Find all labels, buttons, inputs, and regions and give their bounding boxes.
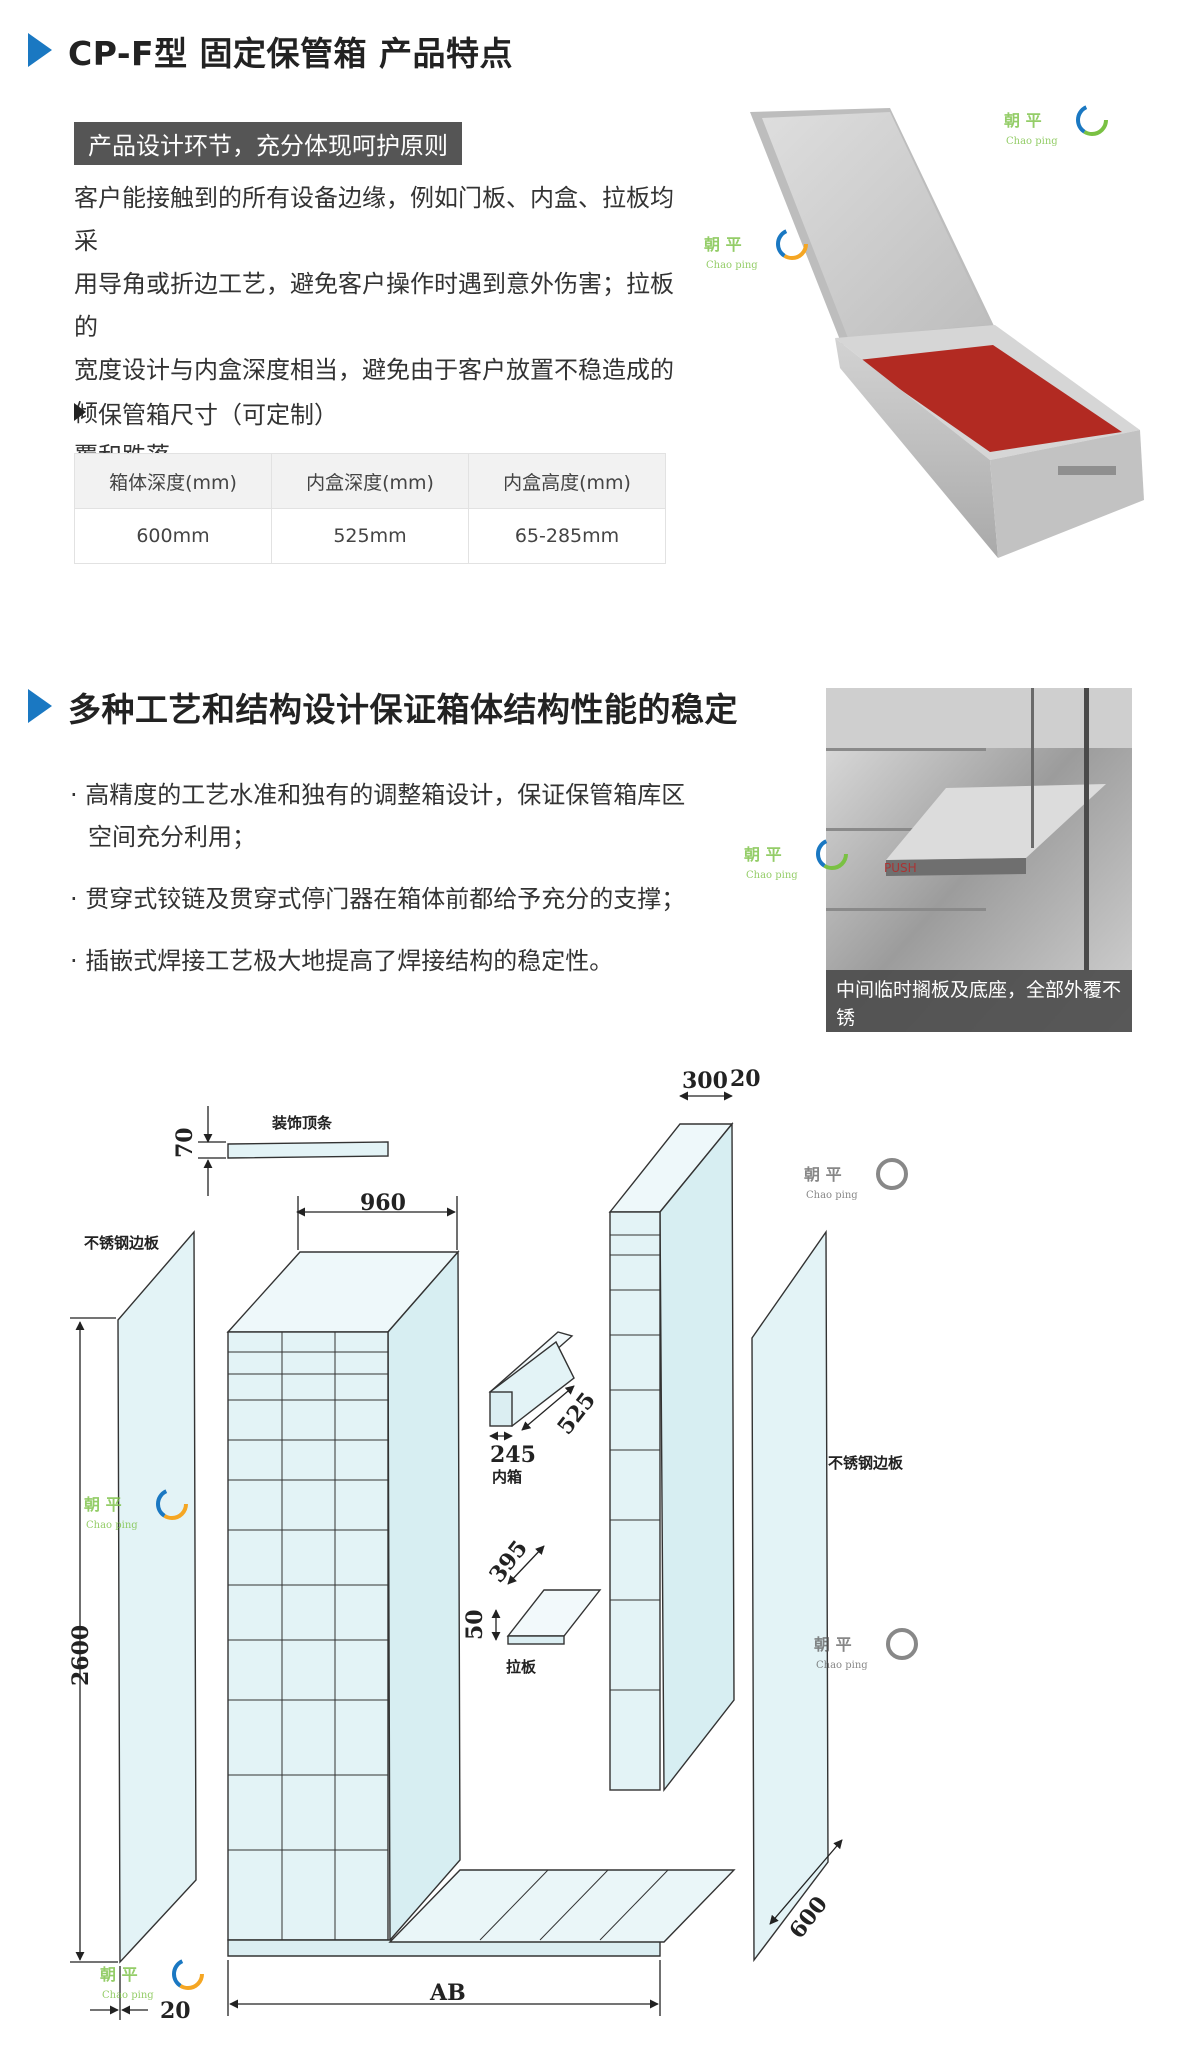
- main-cabinet: [227, 1331, 389, 1941]
- watermark-logo: 朝 平 Chao ping: [96, 1950, 216, 2010]
- list-item: · 贯穿式铰链及贯穿式停门器在箱体前都给予充分的支撑；: [70, 885, 686, 913]
- watermark-swirl-icon: 朝 平 Chao ping: [84, 1488, 188, 1531]
- table-header-row: 箱体深度(mm) 内盒深度(mm) 内盒高度(mm): [74, 453, 666, 509]
- svg-text:朝 平: 朝 平: [704, 235, 742, 254]
- pull-board-label: 拉板: [506, 1658, 537, 1676]
- section-arrow-icon: [28, 33, 52, 67]
- dim-70: 70: [172, 1127, 198, 1158]
- section1-paragraph: 客户能接触到的所有设备边缘，例如门板、内盒、拉板均采 用导角或折边工艺，避免客户…: [74, 177, 674, 478]
- dim-245: 245: [490, 1442, 536, 1468]
- para-line: 客户能接触到的所有设备边缘，例如门板、内盒、拉板均采: [74, 184, 674, 255]
- watermark-swirl-icon: 朝 平 Chao ping: [744, 838, 848, 881]
- table-header: 内盒高度(mm): [468, 453, 666, 509]
- svg-text:朝 平: 朝 平: [814, 1635, 852, 1654]
- steel-cabinet-photo: PUSH: [826, 688, 1132, 1032]
- adjustment-column: [609, 1211, 661, 1791]
- svg-text:Chao ping: Chao ping: [102, 1990, 154, 2001]
- table-row: 600mm 525mm 65-285mm: [74, 508, 666, 564]
- watermark-logo: 朝 平 Chao ping: [800, 1150, 920, 1210]
- top-strip-label: 装饰顶条: [271, 1114, 333, 1132]
- section2-title: 多种工艺和结构设计保证箱体结构性能的稳定: [68, 690, 738, 729]
- watermark-logo: 朝 平 Chao ping: [740, 830, 860, 890]
- svg-text:Chao ping: Chao ping: [706, 260, 758, 271]
- svg-text:Chao ping: Chao ping: [86, 1520, 138, 1531]
- section-arrow-icon: [28, 689, 52, 723]
- sub-arrow-icon: [74, 403, 86, 421]
- watermark-swirl-icon: 朝 平 Chao ping: [704, 228, 808, 271]
- table-cell: 525mm: [271, 508, 469, 564]
- svg-text:Chao ping: Chao ping: [806, 1190, 858, 1201]
- push-label: PUSH: [884, 861, 917, 875]
- exploded-diagram: 960 300 20 70 装饰顶条 不锈钢边板 不锈钢边板 2600 20 A…: [68, 1066, 904, 2024]
- dim-50: 50: [462, 1609, 488, 1640]
- watermark-logo: 朝 平 Chao ping: [700, 220, 820, 280]
- pull-board: [506, 1589, 602, 1637]
- watermark-logo: 朝 平 Chao ping: [810, 1620, 930, 1680]
- para-line: 宽度设计与内盒深度相当，避免由于客户放置不稳造成的倾: [74, 356, 674, 427]
- dim-395: 395: [484, 1535, 533, 1587]
- list-item: · 插嵌式焊接工艺极大地提高了焊接结构的稳定性。: [70, 947, 614, 975]
- svg-text:朝 平: 朝 平: [744, 845, 782, 864]
- section1-title: CP-F型 固定保管箱 产品特点: [68, 34, 514, 73]
- inner-box-label: 内箱: [492, 1468, 522, 1486]
- svg-text:朝 平: 朝 平: [100, 1965, 138, 1984]
- watermark-swirl-icon: 朝 平 Chao ping: [814, 1628, 918, 1671]
- svg-text:朝 平: 朝 平: [84, 1495, 122, 1514]
- size-table: 箱体深度(mm) 内盒深度(mm) 内盒高度(mm) 600mm 525mm 6…: [74, 453, 666, 564]
- watermark-swirl-icon: 朝 平 Chao ping: [100, 1958, 204, 2001]
- svg-text:朝 平: 朝 平: [1004, 111, 1042, 130]
- top-strip: [227, 1141, 389, 1159]
- watermark-logo: 朝 平 Chao ping: [1000, 96, 1120, 156]
- left-steel-panel: [117, 1230, 197, 1964]
- feature-list: · 高精度的工艺水准和独有的调整箱设计，保证保管箱库区 空间充分利用； · 贯穿…: [70, 774, 690, 982]
- svg-text:朝 平: 朝 平: [804, 1165, 842, 1184]
- table-header: 箱体深度(mm): [74, 453, 272, 509]
- svg-text:Chao ping: Chao ping: [1006, 136, 1058, 147]
- right-steel-panel: [751, 1229, 829, 1963]
- right-panel-label: 不锈钢边板: [828, 1454, 904, 1472]
- svg-text:Chao ping: Chao ping: [746, 870, 798, 881]
- dim-960: 960: [360, 1190, 406, 1216]
- size-heading: 保管箱尺寸（可定制）: [98, 401, 338, 429]
- watermark-logo: 朝 平 Chao ping: [80, 1480, 200, 1540]
- section1-tag: 产品设计环节，充分体现呵护原则: [74, 122, 462, 165]
- watermark-swirl-icon: 朝 平 Chao ping: [804, 1158, 908, 1201]
- dim-300: 300: [682, 1068, 728, 1094]
- watermark-swirl-icon: 朝 平 Chao ping: [1004, 104, 1108, 147]
- table-header: 内盒深度(mm): [271, 453, 469, 509]
- base-frame: [388, 1869, 736, 1943]
- box-handle: [1058, 466, 1116, 475]
- dim-20-top: 20: [730, 1066, 761, 1092]
- dim-ab: AB: [429, 1980, 466, 2006]
- table-cell: 600mm: [74, 508, 272, 564]
- dim-2600: 2600: [68, 1625, 94, 1686]
- photo-caption: 中间临时搁板及底座，全部外覆不锈 钢装饰板，保持外观统一、美观。: [836, 979, 1122, 1057]
- safe-box-illustration: [750, 108, 1144, 558]
- drawer-grid: [228, 1234, 669, 1941]
- dim-525: 525: [552, 1387, 601, 1439]
- table-cell: 65-285mm: [468, 508, 666, 564]
- left-panel-label: 不锈钢边板: [84, 1234, 160, 1252]
- para-line: 用导角或折边工艺，避免客户操作时遇到意外伤害；拉板的: [74, 270, 674, 341]
- svg-text:Chao ping: Chao ping: [816, 1660, 868, 1671]
- list-item: · 高精度的工艺水准和独有的调整箱设计，保证保管箱库区 空间充分利用；: [70, 781, 686, 851]
- dim-20-bottom: 20: [160, 1998, 191, 2024]
- box-lining: [858, 345, 1122, 452]
